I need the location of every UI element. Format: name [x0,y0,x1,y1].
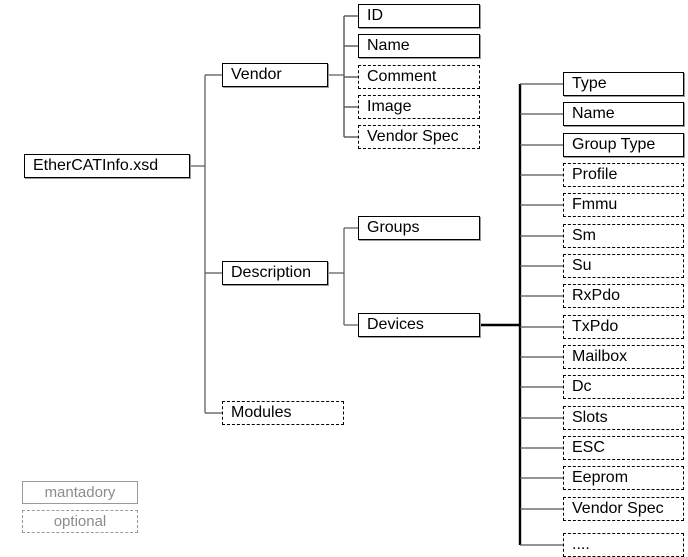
node-label: Group Type [572,136,656,153]
node-label: Groups [367,219,420,236]
node-vendor[interactable]: Vendor [222,63,328,87]
node-label: Eeprom [572,469,629,486]
node-device-profile[interactable]: Profile [563,163,684,187]
node-label: ESC [572,439,605,456]
node-label: Name [367,37,410,54]
node-label: Vendor [231,66,282,83]
legend-label: optional [53,513,107,530]
node-device-slots[interactable]: Slots [563,406,684,430]
node-device-mailbox[interactable]: Mailbox [563,345,684,369]
node-label: Vendor Spec [367,128,459,145]
node-device-group-type[interactable]: Group Type [563,133,684,157]
node-device-esc[interactable]: ESC [563,436,684,460]
node-label: Description [231,264,312,281]
node-label: RxPdo [572,287,621,304]
node-vendor-vendor-spec[interactable]: Vendor Spec [358,125,480,149]
node-device-txpdo[interactable]: TxPdo [563,315,684,339]
node-vendor-id[interactable]: ID [358,4,480,28]
node-label: Vendor Spec [572,500,664,517]
node-label: EtherCATInfo.xsd [33,157,159,174]
node-label: ID [367,7,383,24]
node-modules[interactable]: Modules [222,401,344,425]
legend-label: mantadory [44,484,116,501]
node-label: Type [572,75,607,92]
legend-item-optional: optional [22,510,138,533]
node-device-su[interactable]: Su [563,254,684,278]
node-device-more[interactable]: .... [563,533,684,557]
node-label: Slots [572,409,608,426]
node-device-name[interactable]: Name [563,102,684,126]
node-label: Fmmu [572,196,618,213]
node-label: Modules [231,404,292,421]
node-label: Devices [367,316,424,333]
node-device-vendor-spec[interactable]: Vendor Spec [563,497,684,521]
node-device-dc[interactable]: Dc [563,375,684,399]
node-device-rxpdo[interactable]: RxPdo [563,284,684,308]
node-label: Name [572,105,615,122]
node-vendor-name[interactable]: Name [358,34,480,58]
node-device-eeprom[interactable]: Eeprom [563,466,684,490]
node-vendor-comment[interactable]: Comment [358,65,480,89]
node-label: Dc [572,378,592,395]
node-devices[interactable]: Devices [358,313,480,337]
node-label: TxPdo [572,318,619,335]
node-ethercatinfo-xsd[interactable]: EtherCATInfo.xsd [24,154,190,178]
node-label: Sm [572,227,596,244]
legend-item-mandatory: mantadory [22,481,138,504]
node-vendor-image[interactable]: Image [358,95,480,119]
node-label: Mailbox [572,348,628,365]
node-label: Comment [367,68,437,85]
node-label: .... [572,536,590,553]
node-label: Su [572,257,592,274]
node-device-type[interactable]: Type [563,72,684,96]
node-device-fmmu[interactable]: Fmmu [563,193,684,217]
node-label: Image [367,98,412,115]
node-description[interactable]: Description [222,261,328,285]
node-device-sm[interactable]: Sm [563,224,684,248]
node-label: Profile [572,166,618,183]
node-groups[interactable]: Groups [358,216,480,240]
